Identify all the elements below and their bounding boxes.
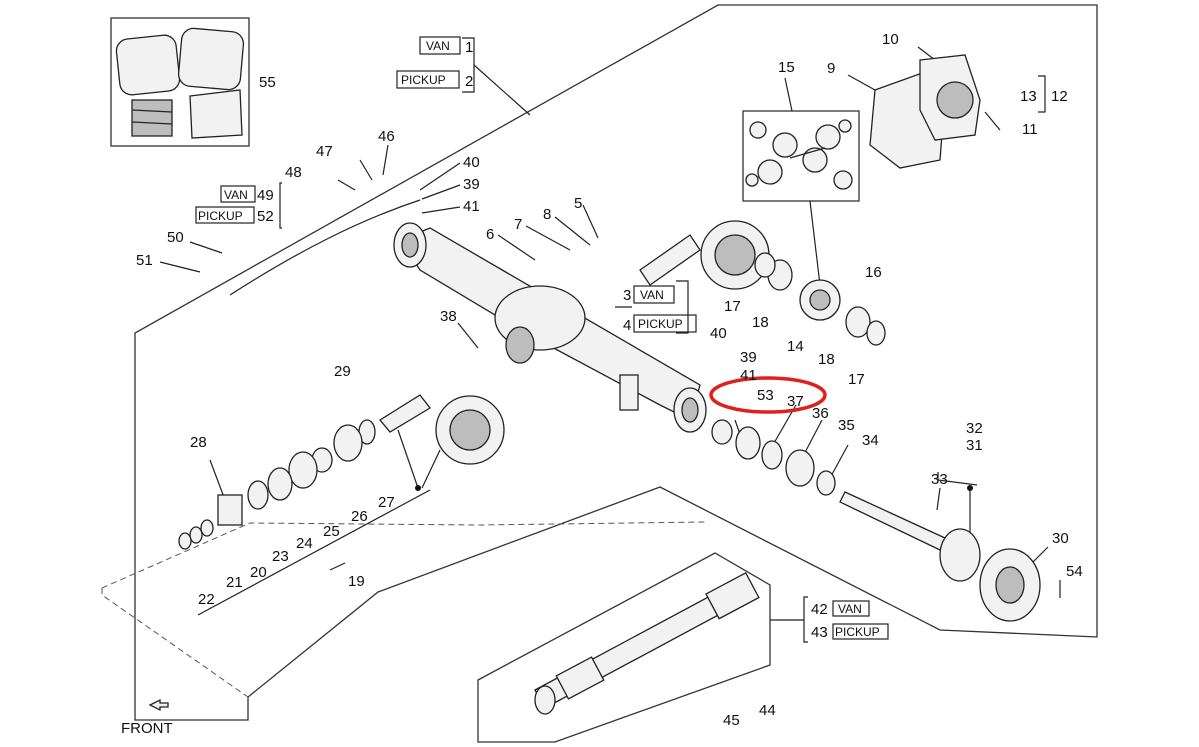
callout-7: 7 [514,216,522,233]
callout-18-upper: 18 [752,314,769,331]
callout-47: 47 [316,143,333,160]
tag-van-3: VAN [640,288,664,302]
callout-21: 21 [226,574,243,591]
callout-28: 28 [190,434,207,451]
propeller-shaft-illustration [534,571,760,715]
propshaft-box [477,552,771,743]
callout-41-top: 41 [463,198,480,215]
callout-34: 34 [862,432,879,449]
tag-pickup-43: PICKUP [835,625,880,639]
callout-4: 4 [623,317,631,334]
callout-24: 24 [296,535,313,552]
callout-17-lower: 17 [848,371,865,388]
tag-pickup-2: PICKUP [401,73,446,87]
callout-45: 45 [723,712,740,729]
pinion-assembly-illustration [178,394,505,550]
callout-36: 36 [812,405,829,422]
callout-27: 27 [378,494,395,511]
callout-22: 22 [198,591,215,608]
callout-6: 6 [486,226,494,243]
callout-29: 29 [334,363,351,380]
callout-10: 10 [882,31,899,48]
differential-internals-illustration [745,119,853,190]
callout-20: 20 [250,564,267,581]
dashed-outline-2 [101,588,249,698]
callout-39-top: 39 [463,176,480,193]
callout-14: 14 [787,338,804,355]
callout-12: 12 [1051,88,1068,105]
callout-38: 38 [440,308,457,325]
callout-41-right: 41 [740,367,757,384]
callout-3: 3 [623,287,631,304]
callout-16: 16 [865,264,882,281]
callout-5: 5 [574,195,582,212]
callout-51: 51 [136,252,153,269]
callout-15: 15 [778,59,795,76]
tag-pickup-4: PICKUP [638,317,683,331]
tag-pickup-52: PICKUP [198,209,243,223]
variant-tags: VAN PICKUP VAN PICKUP VAN PICKUP VAN PIC… [195,36,889,640]
carrier-cover-illustration [869,54,981,169]
tag-van-49: VAN [224,188,248,202]
callout-49: 49 [257,187,274,204]
callout-40-right: 40 [710,325,727,342]
callout-50: 50 [167,229,184,246]
axle-shaft-illustration [711,419,1041,622]
callout-35: 35 [838,417,855,434]
callout-17-upper: 17 [724,298,741,315]
callout-25: 25 [323,523,340,540]
ring-gear-top-illustration [639,220,886,346]
callout-40-top: 40 [463,154,480,171]
callout-43: 43 [811,624,828,641]
tag-van-42: VAN [838,602,862,616]
gasket-box [110,17,250,147]
callout-55: 55 [259,74,276,91]
gasket-set-illustration [115,27,245,139]
main-frame-outline [134,4,1098,721]
callout-46: 46 [378,128,395,145]
callout-53: 53 [757,387,774,404]
callout-11: 11 [1022,121,1038,138]
callout-39-right: 39 [740,349,757,366]
callout-19: 19 [348,573,365,590]
callout-54: 54 [1066,563,1083,580]
callout-44: 44 [759,702,776,719]
callout-37: 37 [787,393,804,410]
callout-1: 1 [465,39,473,56]
dashed-outline [101,521,706,589]
callout-52: 52 [257,208,274,225]
axle-housing-illustration [229,199,707,433]
differential-box [742,110,860,202]
callout-9: 9 [827,60,835,77]
callout-8: 8 [543,206,551,223]
callout-33: 33 [931,471,948,488]
callout-13: 13 [1020,88,1037,105]
callout-32: 32 [966,420,983,437]
front-arrow-icon [148,698,169,712]
callout-23: 23 [272,548,289,565]
callout-48: 48 [285,164,302,181]
highlight-ring [709,376,827,414]
callout-2: 2 [465,73,473,90]
callout-18-lower: 18 [818,351,835,368]
callout-42: 42 [811,601,828,618]
callout-30: 30 [1052,530,1069,547]
callout-numbers: 1 2 3 4 5 6 7 8 9 10 11 12 13 14 15 16 1… [136,31,1083,729]
callout-lines [159,37,1061,643]
callout-26: 26 [351,508,368,525]
front-label: FRONT [121,720,173,737]
callout-31: 31 [966,437,983,454]
tag-van-1: VAN [426,39,450,53]
